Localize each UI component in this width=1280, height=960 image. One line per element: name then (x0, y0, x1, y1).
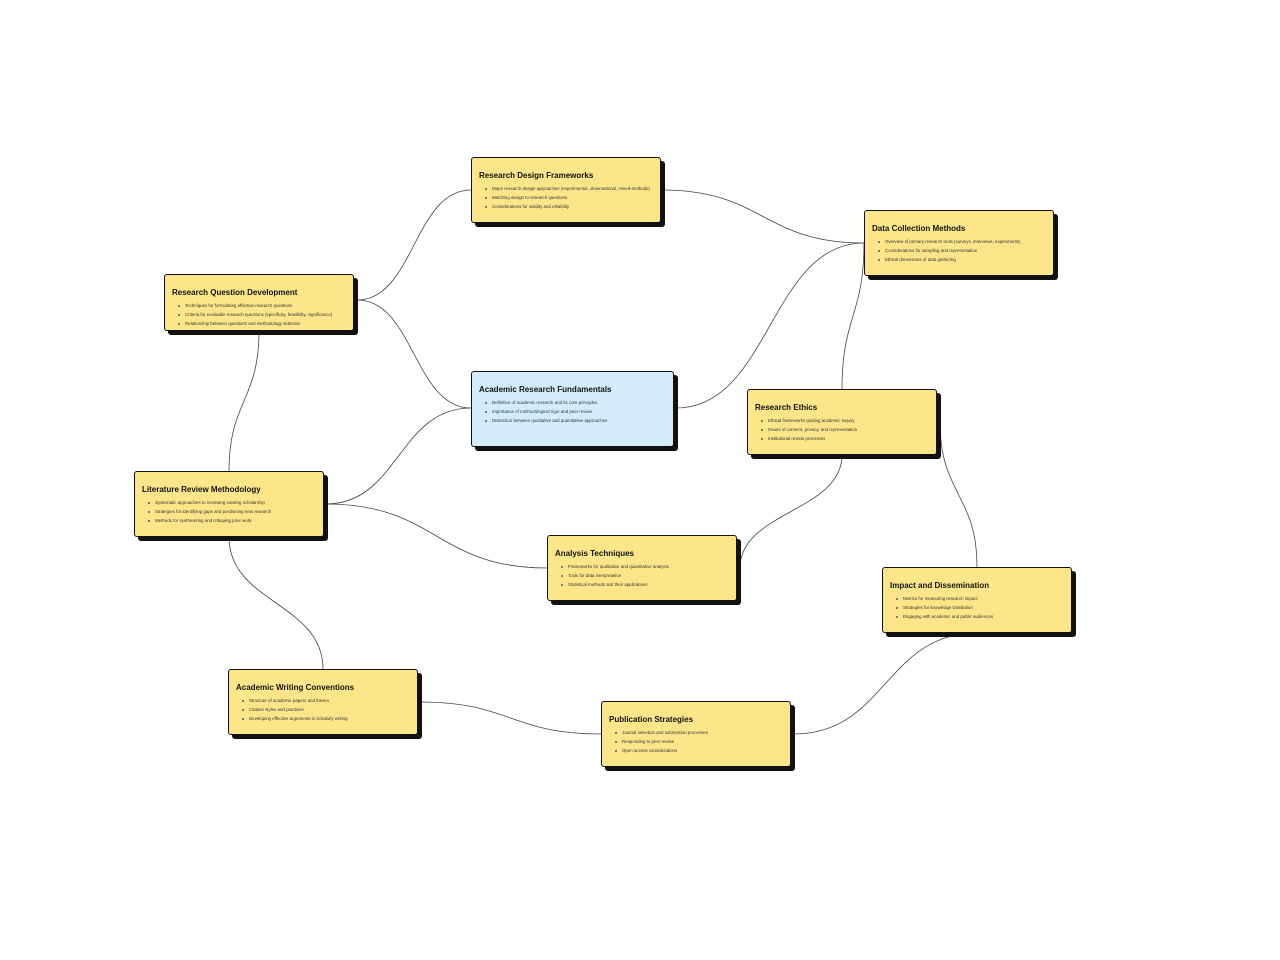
node-bullet-item: Tools for data interpretation (561, 571, 728, 580)
node-bullet-item: Statistical methods and their applicatio… (561, 580, 728, 589)
node-title: Analysis Techniques (555, 549, 634, 558)
node-title: Impact and Dissemination (890, 581, 990, 590)
node-title: Publication Strategies (609, 715, 694, 724)
node-bullet-item: Open access considerations (615, 746, 782, 755)
node-bullet-item: Distinction between qualitative and quan… (485, 416, 665, 425)
node-bullet-item: Criteria for evaluable research question… (178, 310, 345, 319)
node-bullet-item: Strategies for knowledge translation (896, 603, 1063, 612)
node-bullet-item: Issues of consent, privacy, and represen… (761, 425, 928, 434)
connector-question-design (356, 189, 472, 301)
node-bullet-list: Major research design approaches (experi… (479, 184, 652, 211)
node-bullet-item: Journal selection and submission process… (615, 728, 782, 737)
node-title: Academic Writing Conventions (236, 683, 355, 692)
node-title: Research Ethics (755, 403, 818, 412)
connector-analysis-ethics (739, 454, 843, 569)
connector-literature-analysis (325, 503, 548, 569)
connector-ethics-impact (939, 421, 978, 568)
connector-question-fundamentals (356, 299, 472, 409)
node-bullet-list: Systematic approaches to reviewing exist… (142, 498, 315, 525)
connector-ethics-data (841, 242, 865, 390)
node-bullet-item: Relationship between questions and metho… (178, 319, 345, 328)
node-bullet-item: Strategies for identifying gaps and posi… (148, 507, 315, 516)
node-bullet-item: Developing effective arguments in schola… (242, 714, 409, 723)
node-bullet-item: Importance of methodological rigor and p… (485, 407, 665, 416)
node-title: Literature Review Methodology (142, 485, 261, 494)
connector-writing-publication (419, 701, 602, 735)
connector-publication-impact (793, 632, 978, 735)
node-bullet-item: Overview of primary research tools (surv… (878, 237, 1045, 246)
node-bullet-list: Frameworks for qualitative and quantitat… (555, 562, 728, 589)
node-title: Research Design Frameworks (479, 171, 594, 180)
node-bullet-item: Considerations for validity and reliabil… (485, 202, 652, 211)
node-bullet-item: Ethical frameworks guiding academic inqu… (761, 416, 928, 425)
node-bullet-item: Institutional review processes (761, 434, 928, 443)
node-title: Academic Research Fundamentals (479, 385, 612, 394)
node-bullet-item: Systematic approaches to reviewing exist… (148, 498, 315, 507)
node-bullet-list: Overview of primary research tools (surv… (872, 237, 1045, 264)
connector-design-data (661, 189, 865, 244)
connector-question-literature (228, 330, 260, 472)
node-bullet-item: Ethical dimensions of data gathering (878, 255, 1045, 264)
node-bullet-item: Citation styles and practices (242, 705, 409, 714)
node-bullet-item: Metrics for measuring research impact (896, 594, 1063, 603)
node-title: Data Collection Methods (872, 224, 966, 233)
connector-literature-writing (228, 536, 324, 670)
node-bullet-item: Definition of academic research and its … (485, 398, 665, 407)
node-bullet-item: Responding to peer review (615, 737, 782, 746)
node-bullet-item: Methods for synthesizing and critiquing … (148, 516, 315, 525)
node-title: Research Question Development (172, 288, 298, 297)
connector-literature-fundamentals (325, 407, 472, 505)
node-bullet-list: Ethical frameworks guiding academic inqu… (755, 416, 928, 443)
connector-fundamentals-data (675, 242, 865, 409)
node-bullet-item: Considerations for sampling and represen… (878, 246, 1045, 255)
node-bullet-item: Engaging with academic and public audien… (896, 612, 1063, 621)
node-bullet-item: Frameworks for qualitative and quantitat… (561, 562, 728, 571)
node-bullet-item: Techniques for formulating effective res… (178, 301, 345, 310)
node-bullet-item: Matching design to research questions (485, 193, 652, 202)
node-bullet-list: Definition of academic research and its … (479, 398, 665, 425)
node-bullet-item: Structure of academic papers and theses (242, 696, 409, 705)
node-bullet-list: Techniques for formulating effective res… (172, 301, 345, 328)
node-bullet-item: Major research design approaches (experi… (485, 184, 652, 193)
node-bullet-list: Journal selection and submission process… (609, 728, 782, 755)
